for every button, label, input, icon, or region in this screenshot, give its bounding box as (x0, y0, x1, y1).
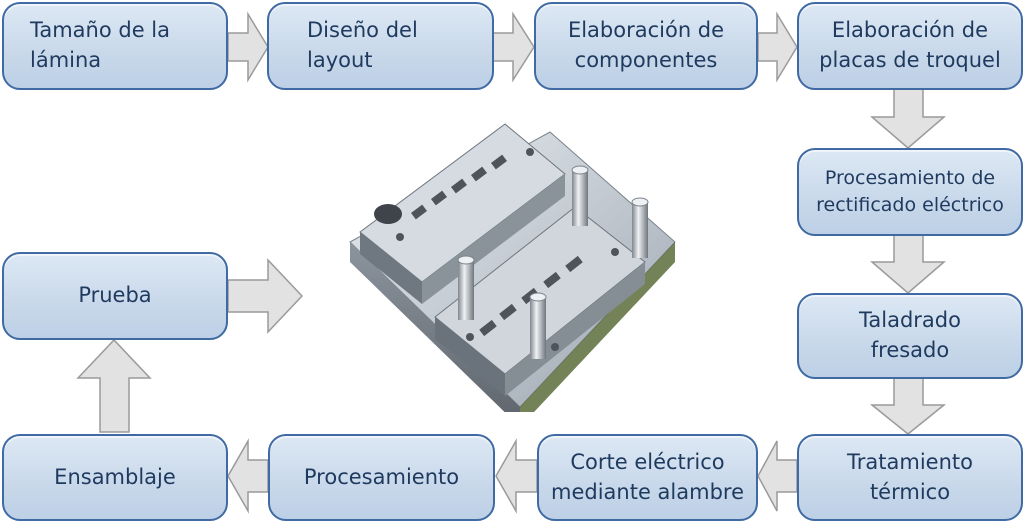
step-label: Corte eléctrico mediante alambre (551, 449, 744, 504)
step-layout-design: Diseño del layout (267, 2, 494, 90)
step-label: Tamaño de la lámina (30, 18, 171, 72)
step-label: Elaboración de placas de troquel (819, 18, 1001, 72)
step-machining: Procesamiento (268, 434, 495, 521)
step-drilling-milling: Taladrado fresado (797, 293, 1023, 379)
step-label: Ensamblaje (54, 464, 176, 489)
step-label: Procesamiento (303, 464, 460, 489)
step-label: Procesamiento de rectificado eléctrico (816, 167, 1004, 216)
step-edm-grinding: Procesamiento de rectificado eléctrico (797, 148, 1023, 236)
arrow-right-1 (227, 11, 269, 83)
arrow-down-2 (869, 233, 947, 294)
arrow-right-2 (492, 11, 535, 83)
arrow-left-1 (757, 440, 798, 512)
arrow-left-2 (495, 438, 538, 514)
step-heat-treatment: Tratamiento térmico (797, 434, 1023, 521)
arrow-right-to-die (227, 258, 304, 334)
step-testing: Prueba (2, 252, 228, 340)
step-die-plate-manufacturing: Elaboración de placas de troquel (797, 2, 1023, 90)
step-label: Elaboración de componentes (567, 18, 725, 72)
arrow-down-3 (869, 377, 947, 435)
step-label: Tratamiento térmico (847, 449, 973, 504)
step-label: Prueba (78, 283, 152, 308)
step-component-manufacturing: Elaboración de componentes (534, 2, 758, 90)
step-sheet-size: Tamaño de la lámina (2, 2, 228, 90)
step-label: Diseño del layout (307, 18, 418, 72)
arrow-down-1 (869, 87, 947, 149)
step-label: Taladrado fresado (859, 308, 961, 362)
arrow-up-1 (76, 338, 152, 433)
stamping-die-icon (349, 123, 676, 412)
arrow-right-3 (757, 11, 798, 83)
step-assembly: Ensamblaje (2, 434, 228, 521)
step-wire-edm: Corte eléctrico mediante alambre (537, 434, 758, 521)
arrow-left-3 (227, 438, 269, 514)
